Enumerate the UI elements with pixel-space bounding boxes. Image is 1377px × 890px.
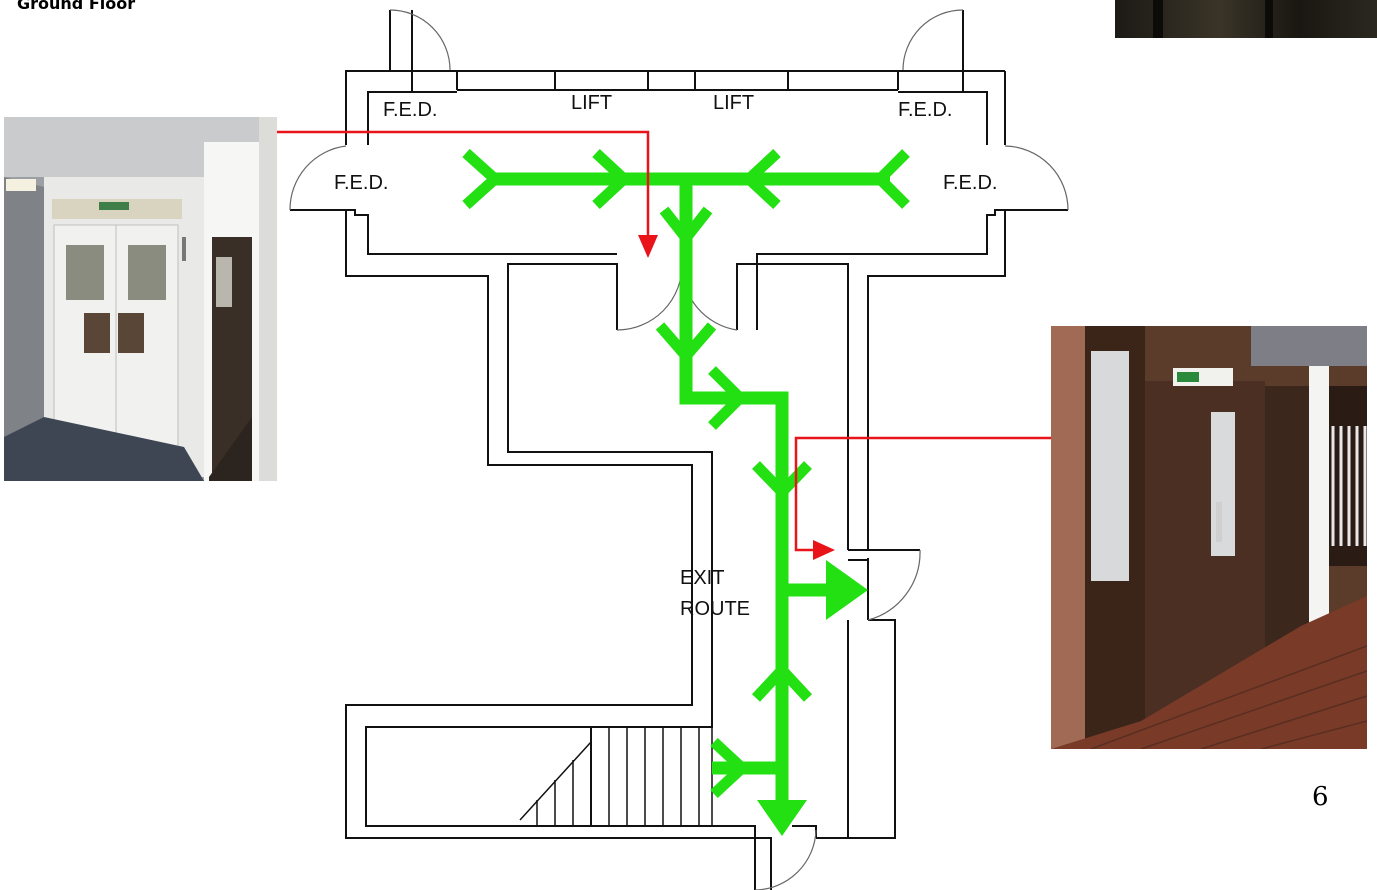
label-fed-left: F.E.D. (334, 172, 388, 194)
photo-right-exit-door (1051, 326, 1367, 749)
page-title: Ground Floor (17, 0, 136, 13)
photo-pointer-lines (277, 130, 1051, 552)
label-fed-right: F.E.D. (943, 172, 997, 194)
label-fed-top-right: F.E.D. (898, 99, 952, 121)
photo-left-double-doors (4, 117, 277, 481)
label-exit: EXIT (680, 567, 724, 589)
route-chevrons (462, 148, 910, 799)
walls (290, 10, 1068, 890)
route-arrowheads (757, 560, 868, 836)
label-lift-left: LIFT (571, 92, 612, 114)
pointer-arrowheads (638, 235, 835, 560)
label-fed-top-left: F.E.D. (383, 99, 437, 121)
label-route: ROUTE (680, 598, 750, 620)
stair-treads (519, 727, 713, 826)
photo-top-right (1115, 0, 1377, 38)
page-number: 6 (1312, 782, 1329, 812)
door-arcs (289, 9, 1069, 890)
label-lift-right: LIFT (713, 92, 754, 114)
